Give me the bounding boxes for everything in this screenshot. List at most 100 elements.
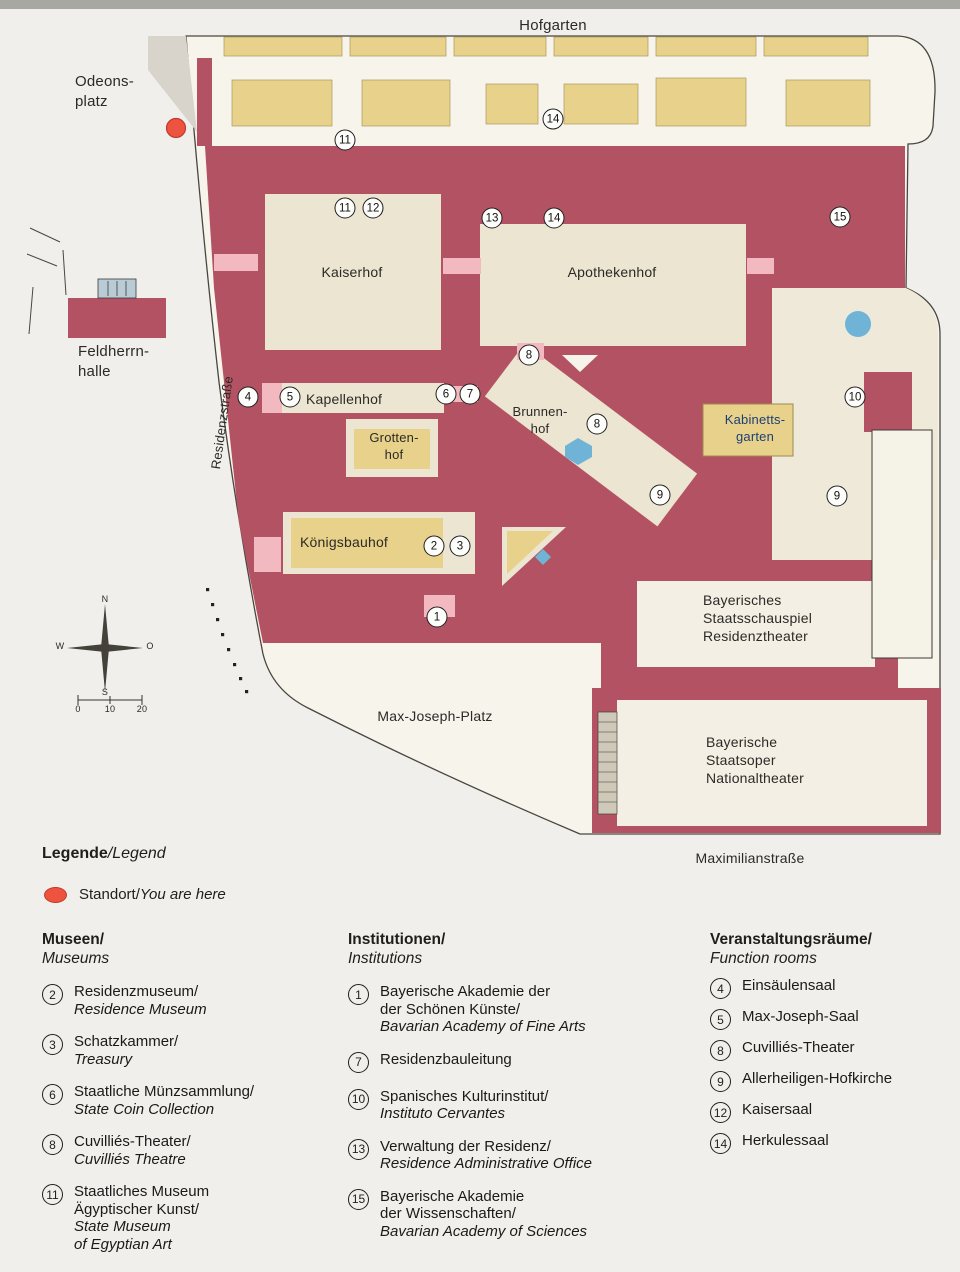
apothekenhof-courtyard <box>480 224 746 346</box>
map-label-grottenhof: Grotten- hof <box>369 430 419 462</box>
instituto-cervantes-building <box>864 372 912 432</box>
water-features <box>535 311 871 565</box>
nationaltheater-hall <box>617 700 927 826</box>
feldherrnhalle-facade-icon <box>97 278 137 299</box>
you-are-here-dot <box>165 117 187 139</box>
scale-bar <box>77 695 143 705</box>
map-marker-14: 14 <box>543 207 565 229</box>
legend-item-text: Allerheiligen-Hofkirche <box>742 1070 893 1087</box>
legend-item-text: Residenzbauleitung <box>380 1050 512 1068</box>
you-are-here-label: Standort/You are here <box>79 886 226 903</box>
courtyards <box>262 194 933 826</box>
residenz-map <box>26 35 941 835</box>
map-label-nationaltheater: Bayerische Staatsoper Nationaltheater <box>706 734 804 787</box>
legend-item-number: 11 <box>42 1184 63 1205</box>
map-label-odeonsplatz: Odeons- platz <box>75 73 134 110</box>
map-marker-9: 9 <box>826 485 848 507</box>
map-marker-5: 5 <box>279 386 301 408</box>
map-marker-14: 14 <box>542 108 564 130</box>
map-label-maxjosephplatz: Max-Joseph-Platz <box>377 708 493 724</box>
map-label-compass-o: O <box>146 641 154 651</box>
odeonsplatz-pavement <box>148 36 197 132</box>
small-fountain <box>535 549 551 565</box>
legend-item-number: 6 <box>42 1084 63 1105</box>
feldherrnhalle-building <box>68 298 166 338</box>
map-marker-13: 13 <box>481 207 503 229</box>
legend-column-museums: Museen/ Museums 2 Residenzmuseum/Residenc… <box>42 930 342 1253</box>
legend-header-museums: Museen/ Museums <box>42 931 110 967</box>
map-label-brunnenhof: Brunnen- hof <box>512 404 568 436</box>
map-label-scale-20: 20 <box>136 704 148 714</box>
map-marker-12: 12 <box>362 197 384 219</box>
legend-item-text: Cuvilliés-Theater <box>742 1039 855 1056</box>
legend-item-9: 9 Allerheiligen-Hofkirche <box>710 1070 958 1092</box>
legend-item-text: Kaisersaal <box>742 1101 813 1118</box>
legend-item-2: 2 Residenzmuseum/Residence Museum <box>42 983 342 1018</box>
map-marker-4: 4 <box>237 386 259 408</box>
hofgarten-garden-blocks <box>223 36 871 127</box>
you-are-here-legend: Standort/You are here <box>44 886 226 903</box>
map-label-kapellenhof: Kapellenhof <box>306 391 383 407</box>
map-label-koenigsbauhof: Königsbauhof <box>300 534 389 550</box>
map-marker-8: 8 <box>586 413 608 435</box>
compass-rose-icon <box>67 604 143 692</box>
map-label-compass-n: N <box>101 594 109 604</box>
legend-title-en: /Legend <box>107 845 166 862</box>
map-marker-11: 11 <box>334 129 356 151</box>
map-marker-11: 11 <box>334 197 356 219</box>
legend-item-text: Max-Joseph-Saal <box>742 1008 859 1025</box>
map-marker-10: 10 <box>844 386 866 408</box>
brunnenhof-fountain <box>565 438 592 465</box>
photo-edge <box>0 0 960 9</box>
map-label-maximilianstrasse: Maximilianstraße <box>695 850 805 866</box>
map-marker-8: 8 <box>518 344 540 366</box>
legend-item-number: 5 <box>710 1009 731 1030</box>
legend-item-number: 15 <box>348 1188 369 1210</box>
map-label-compass-w: W <box>55 641 65 651</box>
legend-item-10: 10 Spanisches Kulturinstitut/Instituto Ce… <box>348 1088 700 1123</box>
legend-item-number: 12 <box>710 1102 731 1123</box>
street-bollards <box>206 588 249 694</box>
legend-item-text: Spanisches Kulturinstitut/Instituto Cerv… <box>380 1087 549 1123</box>
map-marker-7: 7 <box>459 383 481 405</box>
kabinettsgarten-garden <box>702 403 794 457</box>
map-marker-9: 9 <box>649 484 671 506</box>
map-marker-6: 6 <box>435 383 457 405</box>
legend-item-8: 8 Cuvilliés-Theater <box>710 1039 958 1061</box>
legend-header-institutions: Institutionen/ Institutions <box>348 931 446 967</box>
street-sketch-lines <box>26 227 67 335</box>
map-label-kaiserhof: Kaiserhof <box>321 264 383 280</box>
legend-item-text: Einsäulensaal <box>742 977 836 994</box>
legend-item-text: Schatzkammer/Treasury <box>74 1033 179 1068</box>
legend-item-7: 7 Residenzbauleitung <box>348 1051 700 1073</box>
kabinettsgarten-pond <box>845 311 871 337</box>
legend-item-12: 12 Kaisersaal <box>710 1101 958 1123</box>
legend-item-5: 5 Max-Joseph-Saal <box>710 1008 958 1030</box>
map-marker-1: 1 <box>426 606 448 628</box>
map-label-scale-10: 10 <box>104 704 116 714</box>
brunnenhof-courtyard <box>484 343 698 527</box>
map-marker-3: 3 <box>449 535 471 557</box>
legend-item-number: 9 <box>710 1071 731 1092</box>
legend-item-text: Residenzmuseum/Residence Museum <box>74 983 207 1018</box>
legend-item-text: Herkulessaal <box>742 1132 829 1149</box>
legend-item-number: 7 <box>348 1051 369 1073</box>
legend-header-function-rooms: Veranstaltungsräume/ Function rooms <box>710 931 872 967</box>
legend-item-number: 10 <box>348 1088 369 1110</box>
legend-title-de: Legende <box>42 845 108 862</box>
legend-item-number: 8 <box>42 1134 63 1155</box>
legend-item-number: 2 <box>42 984 63 1005</box>
legend-item-number: 8 <box>710 1040 731 1061</box>
map-label-kabinettsgarten: Kabinetts- garten <box>724 412 786 444</box>
